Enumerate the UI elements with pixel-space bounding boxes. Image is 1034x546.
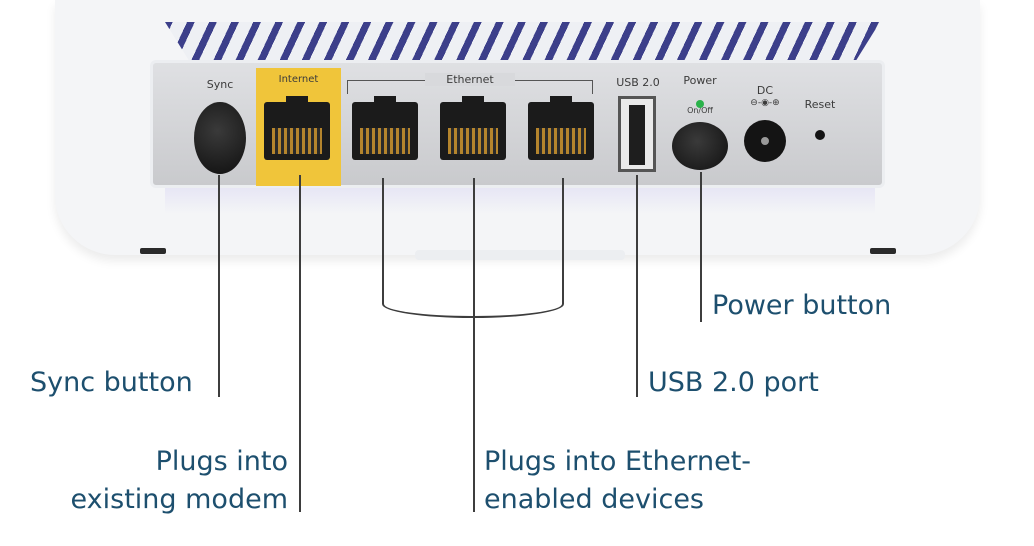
ethernet-leader-line <box>473 178 475 512</box>
power-port-label: Power <box>683 74 717 87</box>
dc-polarity-symbol: ⊖-◉-⊕ <box>750 98 780 108</box>
router-foot-left <box>140 248 166 254</box>
power-led-icon <box>696 100 704 108</box>
usb-leader-line <box>636 175 638 397</box>
sync-button[interactable] <box>194 102 246 174</box>
reset-port-label: Reset <box>804 98 836 111</box>
callout-sync-button: Sync button <box>30 367 193 398</box>
dc-port-label: DC <box>756 84 774 97</box>
power-sub-label: On/Off <box>687 106 713 115</box>
ethernet-port-2[interactable] <box>440 96 506 160</box>
usb-port[interactable] <box>618 96 656 172</box>
callout-ethernet-line2: enabled devices <box>484 484 704 515</box>
callout-power-button: Power button <box>712 290 892 321</box>
power-button[interactable] <box>672 122 728 170</box>
sync-leader-line <box>218 175 220 397</box>
callout-modem-line1: Plugs into <box>155 446 288 477</box>
callout-modem-line2: existing modem <box>70 484 288 515</box>
ethernet-port-3[interactable] <box>528 96 594 160</box>
reset-pinhole[interactable] <box>815 130 825 140</box>
router-foot-right <box>870 248 896 254</box>
ethernet-port-1[interactable] <box>352 96 418 160</box>
internet-port[interactable] <box>264 96 330 160</box>
usb-port-label: USB 2.0 <box>616 76 660 89</box>
sync-port-label: Sync <box>206 78 234 91</box>
callout-usb-port: USB 2.0 port <box>648 367 819 398</box>
internet-port-label: Internet <box>278 74 319 85</box>
internet-leader-line <box>299 175 301 512</box>
dc-jack[interactable] <box>744 120 786 162</box>
power-leader-line <box>700 172 702 322</box>
callout-ethernet-line1: Plugs into Ethernet- <box>484 446 752 477</box>
ethernet-port-label: Ethernet <box>425 73 515 86</box>
